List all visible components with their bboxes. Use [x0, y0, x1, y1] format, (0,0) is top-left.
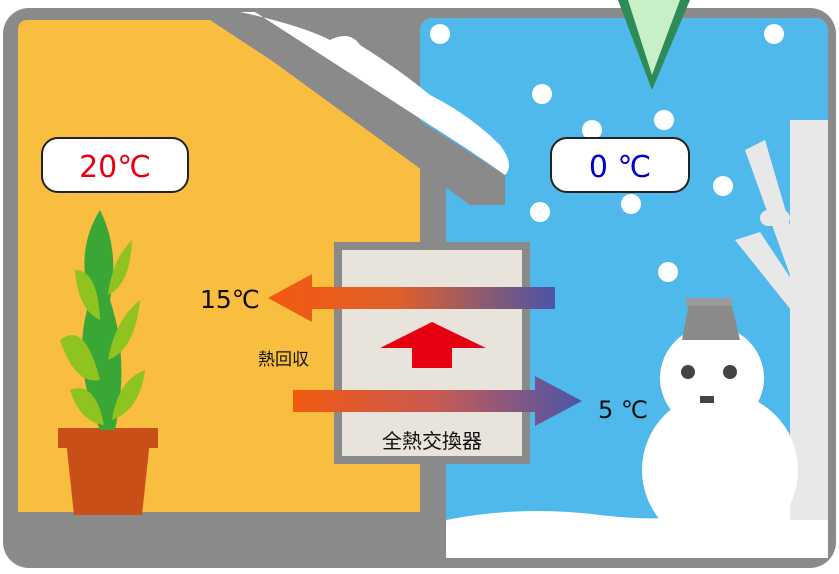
roof-snow	[240, 12, 509, 175]
indoor-temperature: 20℃	[79, 150, 151, 185]
heat-recovery-label: 熱回収	[258, 350, 309, 370]
icicle	[628, 0, 680, 75]
exhaust-air-temperature: 5 ℃	[598, 396, 648, 424]
outdoor-temperature-box	[550, 137, 690, 193]
supply-air-arrow	[268, 274, 555, 322]
supply-air-temperature: 15℃	[200, 285, 260, 314]
potted-plant	[58, 210, 158, 515]
floor	[18, 512, 446, 558]
exhaust-air-arrow	[293, 376, 582, 426]
snowman	[642, 298, 798, 548]
exchanger-label: 全熱交換器	[382, 429, 482, 453]
snowflakes	[430, 24, 784, 282]
heat-recovery-arrow	[380, 322, 486, 368]
outdoor-temperature: 0 ℃	[589, 150, 651, 185]
snowy-tree	[735, 120, 828, 520]
indoor-temperature-box	[41, 137, 189, 193]
roof	[205, 12, 505, 205]
